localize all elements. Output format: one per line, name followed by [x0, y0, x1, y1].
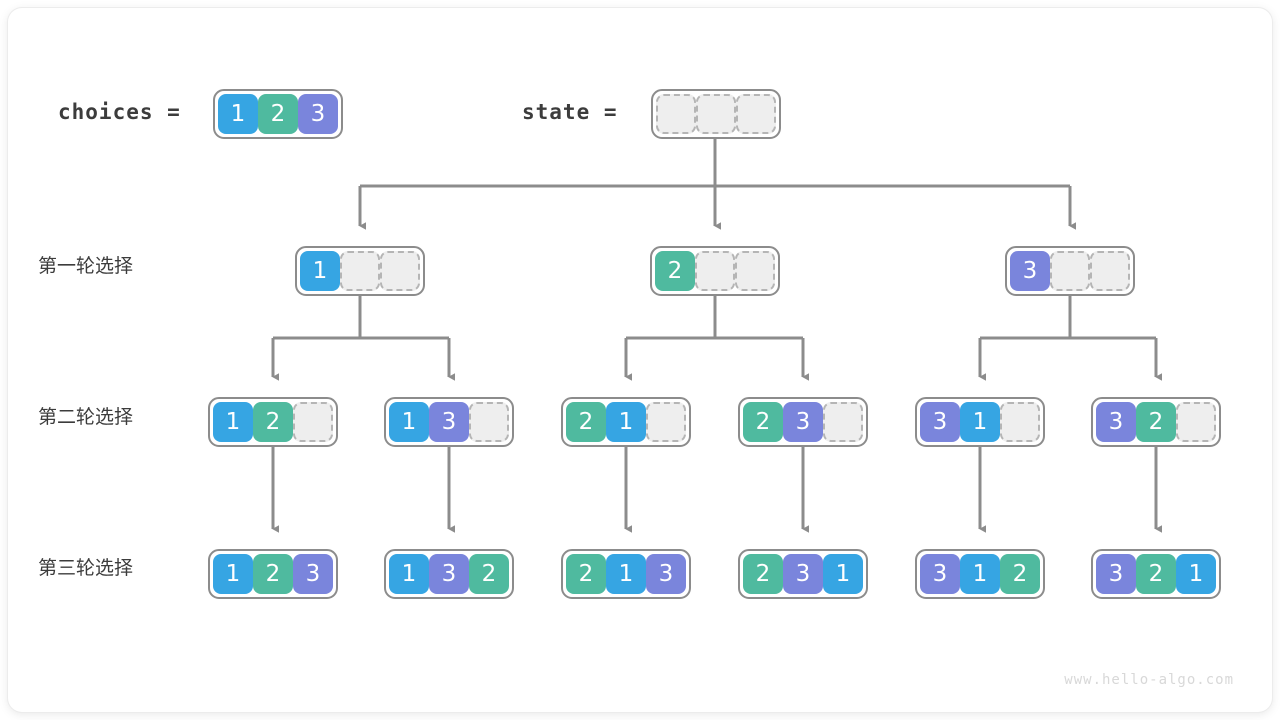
array-cell-value: 3	[783, 554, 823, 594]
array-cell-value: 3	[920, 402, 960, 442]
array-cell-value: 1	[960, 554, 1000, 594]
array-cell-value: 3	[429, 554, 469, 594]
array-cell-empty	[1050, 251, 1090, 291]
array-cell-value: 3	[1096, 402, 1136, 442]
array-cell-empty	[823, 402, 863, 442]
array-cell-value: 2	[1136, 554, 1176, 594]
connector-edges	[271, 133, 1162, 533]
array-cell-empty	[1176, 402, 1216, 442]
array-cell-value: 1	[389, 554, 429, 594]
array-cell-value: 2	[1136, 402, 1176, 442]
array-cell-empty	[695, 251, 735, 291]
array-cell-empty	[736, 94, 776, 134]
array-cell-value: 1	[823, 554, 863, 594]
array-cell-value: 2	[566, 554, 606, 594]
array-cell-value: 1	[213, 554, 253, 594]
array-cell-empty	[646, 402, 686, 442]
level1-node-2: 2	[650, 246, 780, 296]
array-cell-value: 1	[300, 251, 340, 291]
array-cell-empty	[380, 251, 420, 291]
array-cell-value: 3	[920, 554, 960, 594]
array-cell-value: 2	[253, 402, 293, 442]
array-cell-value: 1	[1176, 554, 1216, 594]
array-cell-empty	[293, 402, 333, 442]
array-cell-value: 2	[469, 554, 509, 594]
array-cell-value: 2	[258, 94, 298, 134]
array-cell-value: 3	[1010, 251, 1050, 291]
array-cell-empty	[735, 251, 775, 291]
array-cell-value: 1	[218, 94, 258, 134]
level1-node-1: 1	[295, 246, 425, 296]
array-cell-value: 3	[646, 554, 686, 594]
array-cell-empty	[1090, 251, 1130, 291]
row-label-round-2: 第二轮选择	[38, 406, 134, 428]
watermark: www.hello-algo.com	[1064, 672, 1234, 688]
array-cell-value: 3	[1096, 554, 1136, 594]
array-cell-empty	[656, 94, 696, 134]
row-label-round-3: 第三轮选择	[38, 557, 134, 579]
array-cell-value: 3	[298, 94, 338, 134]
choices-label: choices =	[58, 100, 181, 124]
array-cell-empty	[340, 251, 380, 291]
array-cell-value: 2	[743, 402, 783, 442]
array-cell-value: 1	[606, 402, 646, 442]
array-cell-value: 2	[1000, 554, 1040, 594]
array-cell-empty	[696, 94, 736, 134]
row-label-round-1: 第一轮选择	[38, 255, 134, 277]
array-cell-value: 1	[606, 554, 646, 594]
array-cell-value: 2	[566, 402, 606, 442]
array-cell-value: 3	[293, 554, 333, 594]
array-cell-value: 2	[253, 554, 293, 594]
state-label: state =	[522, 100, 618, 124]
array-cell-value: 1	[389, 402, 429, 442]
array-cell-value: 1	[213, 402, 253, 442]
array-cell-value: 1	[960, 402, 1000, 442]
array-cell-value: 2	[743, 554, 783, 594]
state-array	[651, 89, 781, 139]
array-cell-empty	[1000, 402, 1040, 442]
array-cell-value: 3	[429, 402, 469, 442]
array-cell-empty	[469, 402, 509, 442]
array-cell-value: 2	[655, 251, 695, 291]
level1-node-3: 3	[1005, 246, 1135, 296]
array-cell-value: 3	[783, 402, 823, 442]
